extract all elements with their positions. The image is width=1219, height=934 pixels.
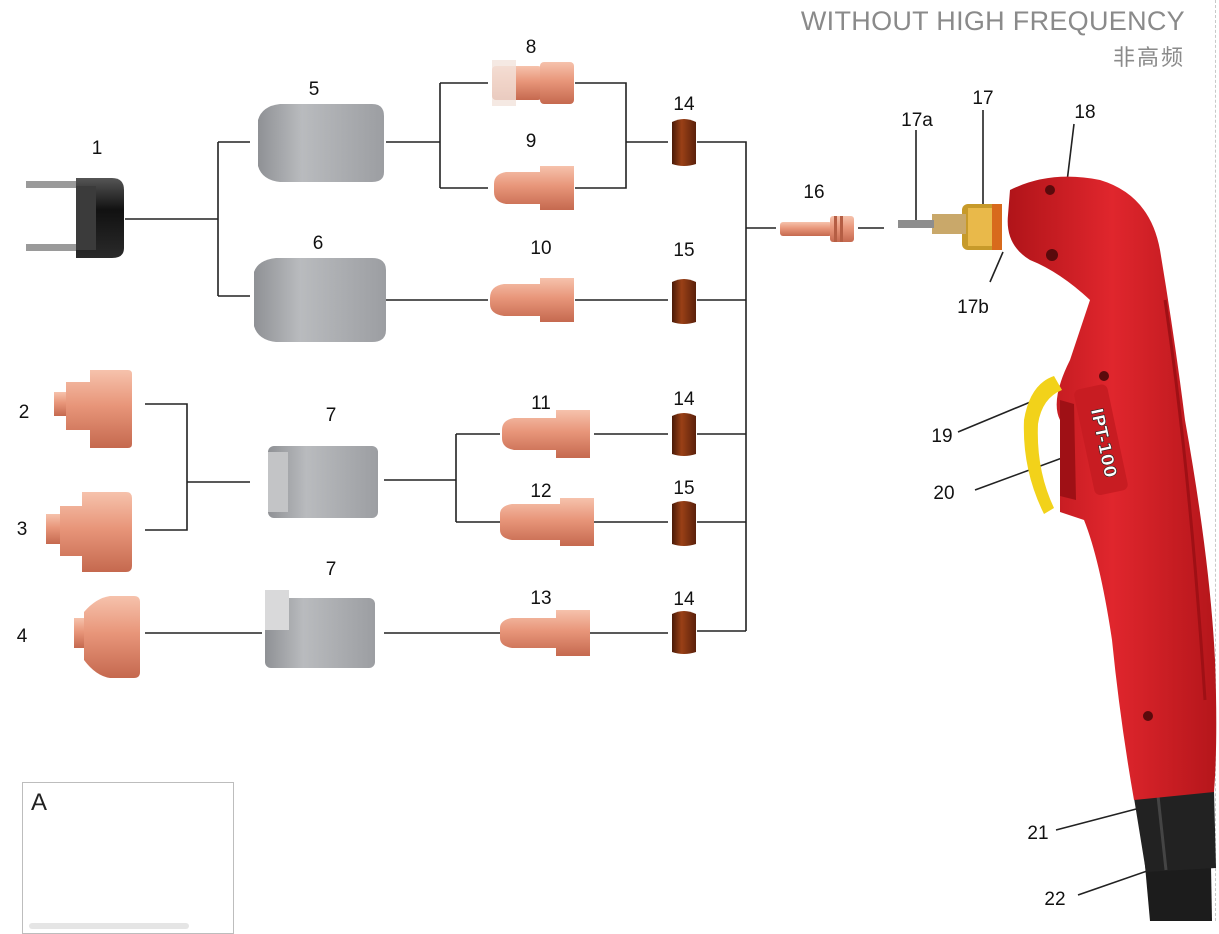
part-label-3: 3	[17, 519, 28, 540]
part-label-14a: 14	[673, 94, 695, 115]
part-label-9: 9	[526, 131, 537, 152]
part-label-18: 18	[1074, 102, 1095, 123]
part-16-electrode	[780, 216, 854, 242]
part-label-6: 6	[313, 233, 324, 254]
part-label-4: 4	[17, 626, 28, 647]
part-13-tip	[500, 610, 590, 656]
part-label-21: 21	[1027, 823, 1048, 844]
part-label-14b: 14	[673, 389, 695, 410]
inset-part-shadow	[29, 923, 189, 929]
part-17a-torch-head-tip	[898, 214, 966, 234]
part-label-2: 2	[19, 402, 30, 423]
part-14-swirl-ring-a	[672, 119, 696, 166]
part-label-7a: 7	[326, 405, 337, 426]
part-label-17: 17	[972, 88, 993, 109]
inset-label: A	[31, 789, 47, 817]
part-2-shield	[54, 370, 132, 448]
part-15-swirl-ring-a	[672, 279, 696, 324]
inset-panel: A	[22, 782, 234, 934]
part-label-7b: 7	[326, 559, 337, 580]
part-14-swirl-ring-b	[672, 413, 696, 456]
part-label-15a: 15	[673, 240, 694, 261]
part-21-handle-end	[1134, 790, 1216, 872]
part-label-22: 22	[1044, 889, 1065, 910]
part-label-8: 8	[526, 37, 537, 58]
part-12-tip	[500, 498, 594, 546]
part-1-shield-cup	[26, 178, 124, 258]
part-15-swirl-ring-b	[672, 501, 696, 546]
part-14-swirl-ring-c	[672, 611, 696, 654]
part-label-19: 19	[931, 426, 952, 447]
part-label-11: 11	[531, 393, 551, 414]
part-8-tip	[492, 60, 574, 106]
part-17b-o-ring	[992, 204, 1002, 250]
part-19-trigger	[1024, 376, 1062, 514]
part-20-trigger-guard	[1060, 400, 1076, 500]
part-6-ceramic-cup	[254, 258, 386, 342]
part-label-10: 10	[530, 238, 551, 259]
part-label-20: 20	[933, 483, 954, 504]
part-label-17a: 17a	[901, 110, 933, 131]
part-11-tip	[502, 410, 590, 458]
part-7-ceramic-cup-b	[265, 590, 375, 668]
part-5-ceramic-cup	[258, 104, 384, 182]
part-label-12: 12	[530, 481, 551, 502]
part-label-13: 13	[530, 588, 551, 609]
part-label-15b: 15	[673, 478, 694, 499]
part-10-tip	[490, 278, 574, 322]
part-4-shield	[74, 596, 140, 678]
part-3-shield	[46, 492, 132, 572]
part-9-tip	[494, 166, 574, 210]
part-label-17b: 17b	[957, 297, 989, 318]
part-7-ceramic-cup-a	[268, 446, 378, 518]
part-label-16: 16	[803, 182, 824, 203]
part-label-14c: 14	[673, 589, 695, 610]
part-label-1: 1	[92, 138, 103, 159]
part-label-5: 5	[309, 79, 320, 100]
